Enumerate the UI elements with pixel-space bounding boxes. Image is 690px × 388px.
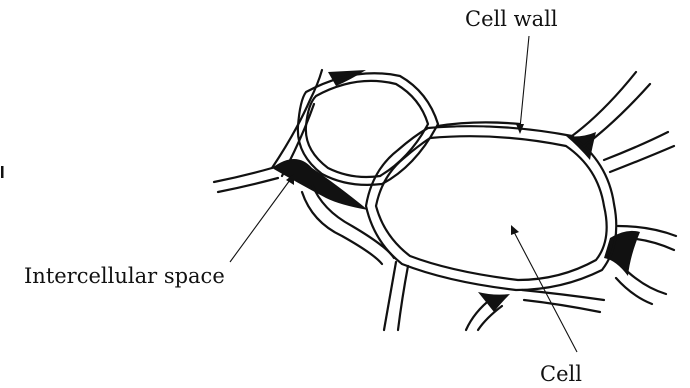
cell-walls bbox=[214, 70, 676, 330]
edge-tick-mark bbox=[1, 166, 4, 178]
intercellular-space-bottom bbox=[478, 292, 510, 312]
intercellular-space-label: Intercellular space bbox=[24, 264, 225, 288]
central-cell-outline bbox=[376, 136, 607, 280]
cell-wall-pointer bbox=[516, 36, 529, 134]
cell-wall-label: Cell wall bbox=[465, 7, 558, 31]
cell-pointer bbox=[511, 225, 577, 352]
cell-label: Cell bbox=[540, 362, 582, 386]
intercellular-spaces bbox=[272, 70, 640, 312]
